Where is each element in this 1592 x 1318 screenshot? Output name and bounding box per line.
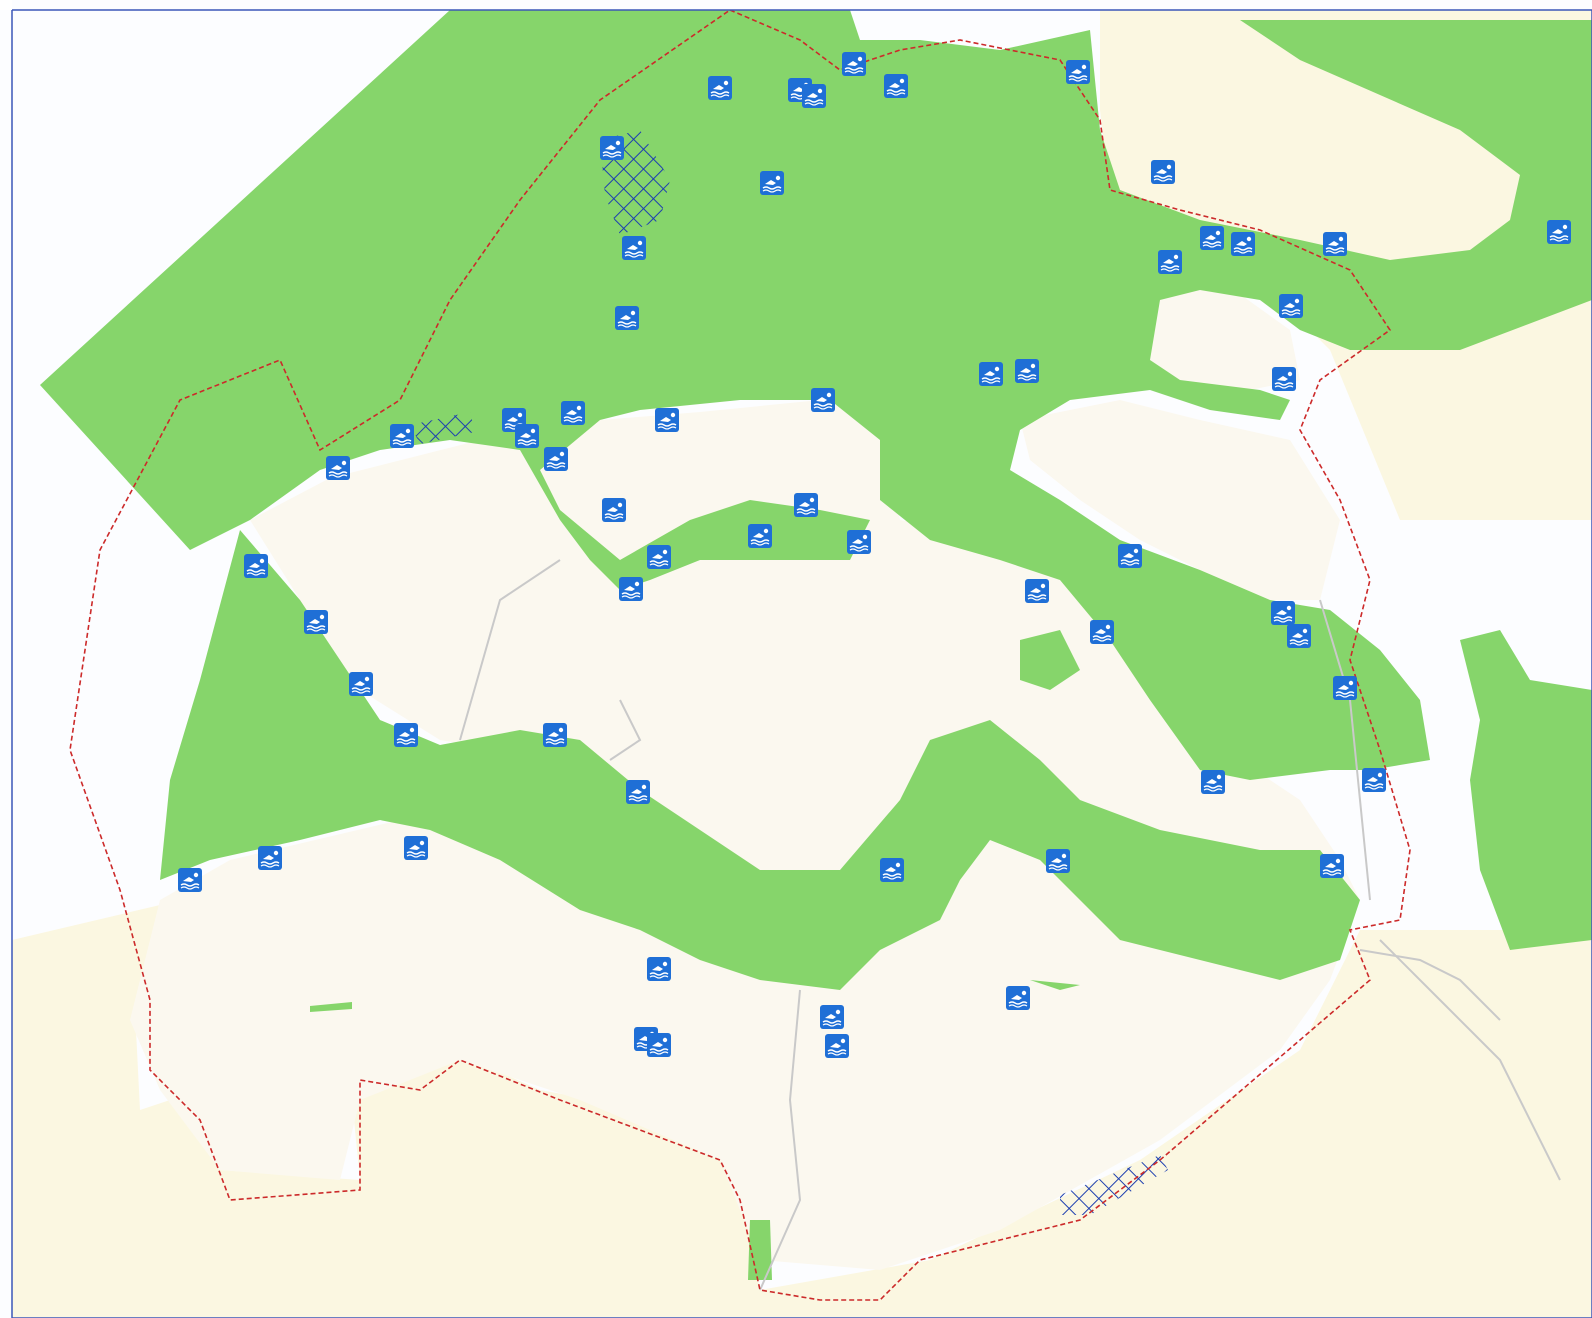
land-north — [1020, 400, 1340, 600]
swimming-icon[interactable] — [1333, 676, 1357, 700]
swimming-icon[interactable] — [825, 1034, 849, 1058]
land — [130, 400, 1360, 1270]
swimming-icon[interactable] — [619, 577, 643, 601]
swimming-icon[interactable] — [647, 545, 671, 569]
swimming-icon[interactable] — [979, 362, 1003, 386]
swimming-icon[interactable] — [626, 780, 650, 804]
swimming-icon[interactable] — [1090, 620, 1114, 644]
swimming-icon[interactable] — [1271, 601, 1295, 625]
swimming-icon[interactable] — [1231, 232, 1255, 256]
swimming-icon[interactable] — [1272, 367, 1296, 391]
swimming-icon[interactable] — [884, 74, 908, 98]
swimming-icon[interactable] — [622, 236, 646, 260]
swimming-icon[interactable] — [1201, 770, 1225, 794]
swimming-icon[interactable] — [544, 447, 568, 471]
swim-sites-layer — [178, 52, 1571, 1058]
swimming-icon[interactable] — [1547, 220, 1571, 244]
hatched-area-2 — [410, 412, 475, 444]
water-oosterschelde-mouth — [160, 530, 1360, 990]
swimming-icon[interactable] — [1066, 60, 1090, 84]
swimming-icon[interactable] — [1025, 579, 1049, 603]
swimming-icon[interactable] — [1362, 768, 1386, 792]
swimming-icon[interactable] — [820, 1005, 844, 1029]
water-small-2 — [1030, 980, 1080, 990]
water-east — [1460, 630, 1592, 950]
swimming-icon[interactable] — [1200, 226, 1224, 250]
swimming-icon[interactable] — [1287, 624, 1311, 648]
swimming-icon[interactable] — [178, 868, 202, 892]
swimming-icon[interactable] — [561, 401, 585, 425]
swimming-icon[interactable] — [647, 1033, 671, 1057]
swimming-icon[interactable] — [258, 846, 282, 870]
swimming-icon[interactable] — [811, 388, 835, 412]
water-zeeland-lake — [1020, 630, 1080, 690]
province-boundary — [69, 10, 1411, 1301]
swimming-icon[interactable] — [244, 554, 268, 578]
swimming-icon[interactable] — [760, 171, 784, 195]
swimming-icon[interactable] — [326, 456, 350, 480]
swimming-icon[interactable] — [394, 723, 418, 747]
swimming-icon[interactable] — [647, 957, 671, 981]
water-small-1 — [310, 1002, 352, 1012]
swimming-icon[interactable] — [304, 610, 328, 634]
neighbour-land-south — [12, 905, 1592, 1318]
swimming-icon[interactable] — [794, 493, 818, 517]
swimming-icon[interactable] — [543, 723, 567, 747]
swimming-icon[interactable] — [1118, 544, 1142, 568]
map-border — [11, 9, 1592, 1318]
swimming-icon[interactable] — [1279, 294, 1303, 318]
swimming-icon[interactable] — [1015, 359, 1039, 383]
swimming-icon[interactable] — [390, 424, 414, 448]
swimming-icon[interactable] — [1158, 250, 1182, 274]
hatched-area-3 — [1060, 1155, 1168, 1215]
top-left-tab — [0, 0, 12, 10]
swimming-icon[interactable] — [615, 306, 639, 330]
swimming-icon[interactable] — [842, 52, 866, 76]
swimming-icon[interactable] — [1323, 232, 1347, 256]
swimming-icon[interactable] — [880, 858, 904, 882]
swimming-icon[interactable] — [349, 672, 373, 696]
swimming-icon[interactable] — [802, 84, 826, 108]
swimming-icon[interactable] — [1006, 986, 1030, 1010]
swimming-icon[interactable] — [655, 408, 679, 432]
swimming-icon[interactable] — [1046, 849, 1070, 873]
swimming-icon[interactable] — [515, 424, 539, 448]
swimming-icon[interactable] — [748, 524, 772, 548]
swimming-icon[interactable] — [847, 530, 871, 554]
swimming-icon[interactable] — [602, 498, 626, 522]
swimming-icon[interactable] — [708, 76, 732, 100]
swimming-icon[interactable] — [1151, 160, 1175, 184]
swimming-icon[interactable] — [404, 836, 428, 860]
roads — [459, 559, 1561, 1291]
swimming-icon[interactable] — [1320, 854, 1344, 878]
swimming-icon[interactable] — [600, 136, 624, 160]
